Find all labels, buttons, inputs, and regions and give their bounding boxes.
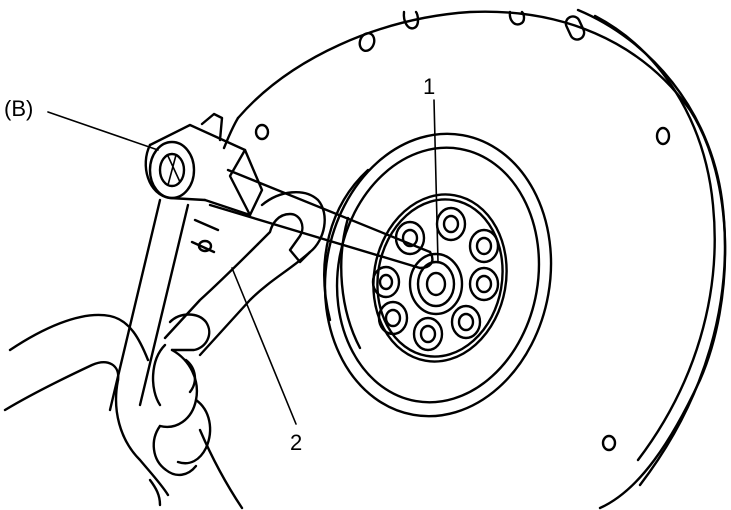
- crankshaft-centre: [408, 252, 464, 316]
- callout-tool-b: (B): [4, 96, 34, 121]
- flywheel-holes: [254, 10, 671, 452]
- special-tool-b: [108, 112, 434, 412]
- crank-hub: [323, 132, 553, 418]
- callout-part-2: 2: [290, 430, 303, 455]
- flywheel-rim: [198, 8, 727, 510]
- wrench: [163, 191, 326, 357]
- flywheel-bolts: [371, 206, 500, 352]
- callout-part-1: 1: [423, 74, 436, 99]
- leader-lines: [47, 99, 439, 425]
- hand: [3, 313, 212, 507]
